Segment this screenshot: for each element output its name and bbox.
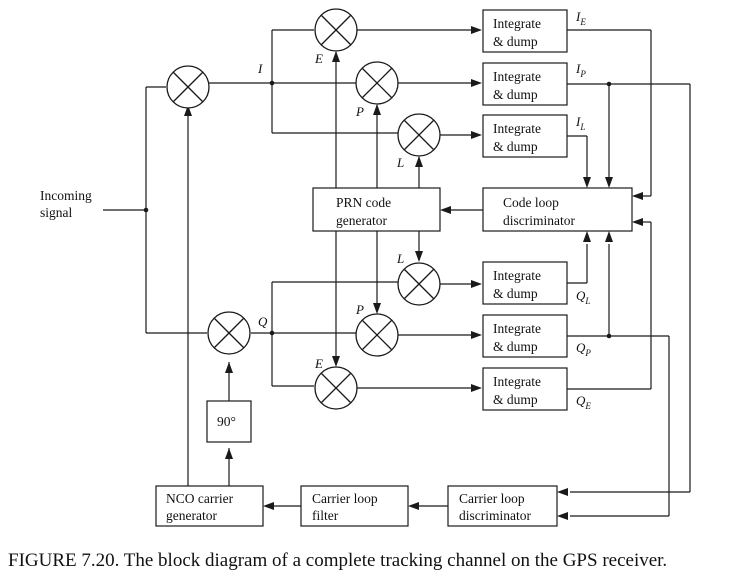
integrate-dump-qe-block: Integrate & dump [482, 367, 568, 411]
junction-dots [143, 80, 612, 339]
figure-caption: FIGURE 7.20. The block diagram of a comp… [8, 550, 667, 571]
i-late-mixer [397, 113, 441, 157]
i-prompt-label: P [355, 104, 364, 119]
i-early-label: E [314, 51, 323, 66]
ql-output-label: QL [576, 288, 590, 306]
q-late-mixer [397, 262, 441, 306]
integrate-dump-ip-block: Integrate & dump [482, 62, 568, 106]
incoming-signal-label-line1: Incoming [40, 188, 92, 203]
input-i-mixer [166, 65, 210, 109]
carrier-loop-discriminator-block: Carrier loop discriminator [447, 485, 558, 527]
integrate-dump-line1: Integrate [493, 16, 541, 31]
integrate-dump-line2: & dump [493, 139, 538, 154]
i-prompt-mixer [355, 61, 399, 105]
qe-output-label: QE [576, 393, 591, 411]
integrate-dump-ql-block: Integrate & dump [482, 261, 568, 305]
carrier-filter-line1: Carrier loop [312, 491, 378, 506]
incoming-signal-label-line2: signal [40, 205, 72, 220]
ip-output-label: IP [575, 61, 586, 79]
ie-output-label: IE [575, 9, 586, 27]
phase-shift-label: 90° [217, 414, 236, 429]
code-loop-discriminator-block: Code loop discriminator [482, 187, 633, 232]
prn-code-generator-block: PRN code generator [312, 187, 441, 232]
i-late-label: L [396, 155, 404, 170]
code-discriminator-line2: discriminator [503, 213, 575, 228]
integrate-dump-line2: & dump [493, 392, 538, 407]
q-prompt-mixer [355, 313, 399, 357]
carrier-discriminator-line1: Carrier loop [459, 491, 525, 506]
il-output-label: IL [575, 114, 585, 132]
integrate-dump-line2: & dump [493, 339, 538, 354]
prn-generator-line2: generator [336, 213, 387, 228]
integrate-dump-line2: & dump [493, 87, 538, 102]
q-prompt-label: P [355, 302, 364, 317]
integrate-dump-line2: & dump [493, 34, 538, 49]
carrier-loop-filter-block: Carrier loop filter [300, 485, 409, 527]
integrate-dump-line1: Integrate [493, 121, 541, 136]
input-q-mixer [207, 311, 251, 355]
code-discriminator-line1: Code loop [503, 195, 559, 210]
arrowheads [184, 26, 643, 520]
carrier-discriminator-line2: discriminator [459, 508, 531, 523]
phase-shift-block: 90° [206, 400, 252, 443]
integrate-dump-ie-block: Integrate & dump [482, 9, 568, 53]
integrate-dump-line1: Integrate [493, 69, 541, 84]
integrate-dump-line1: Integrate [493, 374, 541, 389]
integrate-dump-line1: Integrate [493, 268, 541, 283]
integrate-dump-il-block: Integrate & dump [482, 114, 568, 158]
q-signal-label: Q [258, 314, 268, 329]
integrate-dump-line1: Integrate [493, 321, 541, 336]
integrate-dump-line2: & dump [493, 286, 538, 301]
i-signal-label: I [257, 61, 263, 76]
q-early-label: E [314, 356, 323, 371]
q-early-mixer [314, 366, 358, 410]
integrate-dump-qp-block: Integrate & dump [482, 314, 568, 358]
prn-generator-line1: PRN code [336, 195, 391, 210]
q-late-label: L [396, 251, 404, 266]
nco-line1: NCO carrier [166, 491, 234, 506]
i-early-mixer [314, 8, 358, 52]
carrier-filter-line2: filter [312, 508, 339, 523]
qp-output-label: QP [576, 340, 591, 358]
nco-line2: generator [166, 508, 217, 523]
nco-carrier-generator-block: NCO carrier generator [155, 485, 264, 527]
